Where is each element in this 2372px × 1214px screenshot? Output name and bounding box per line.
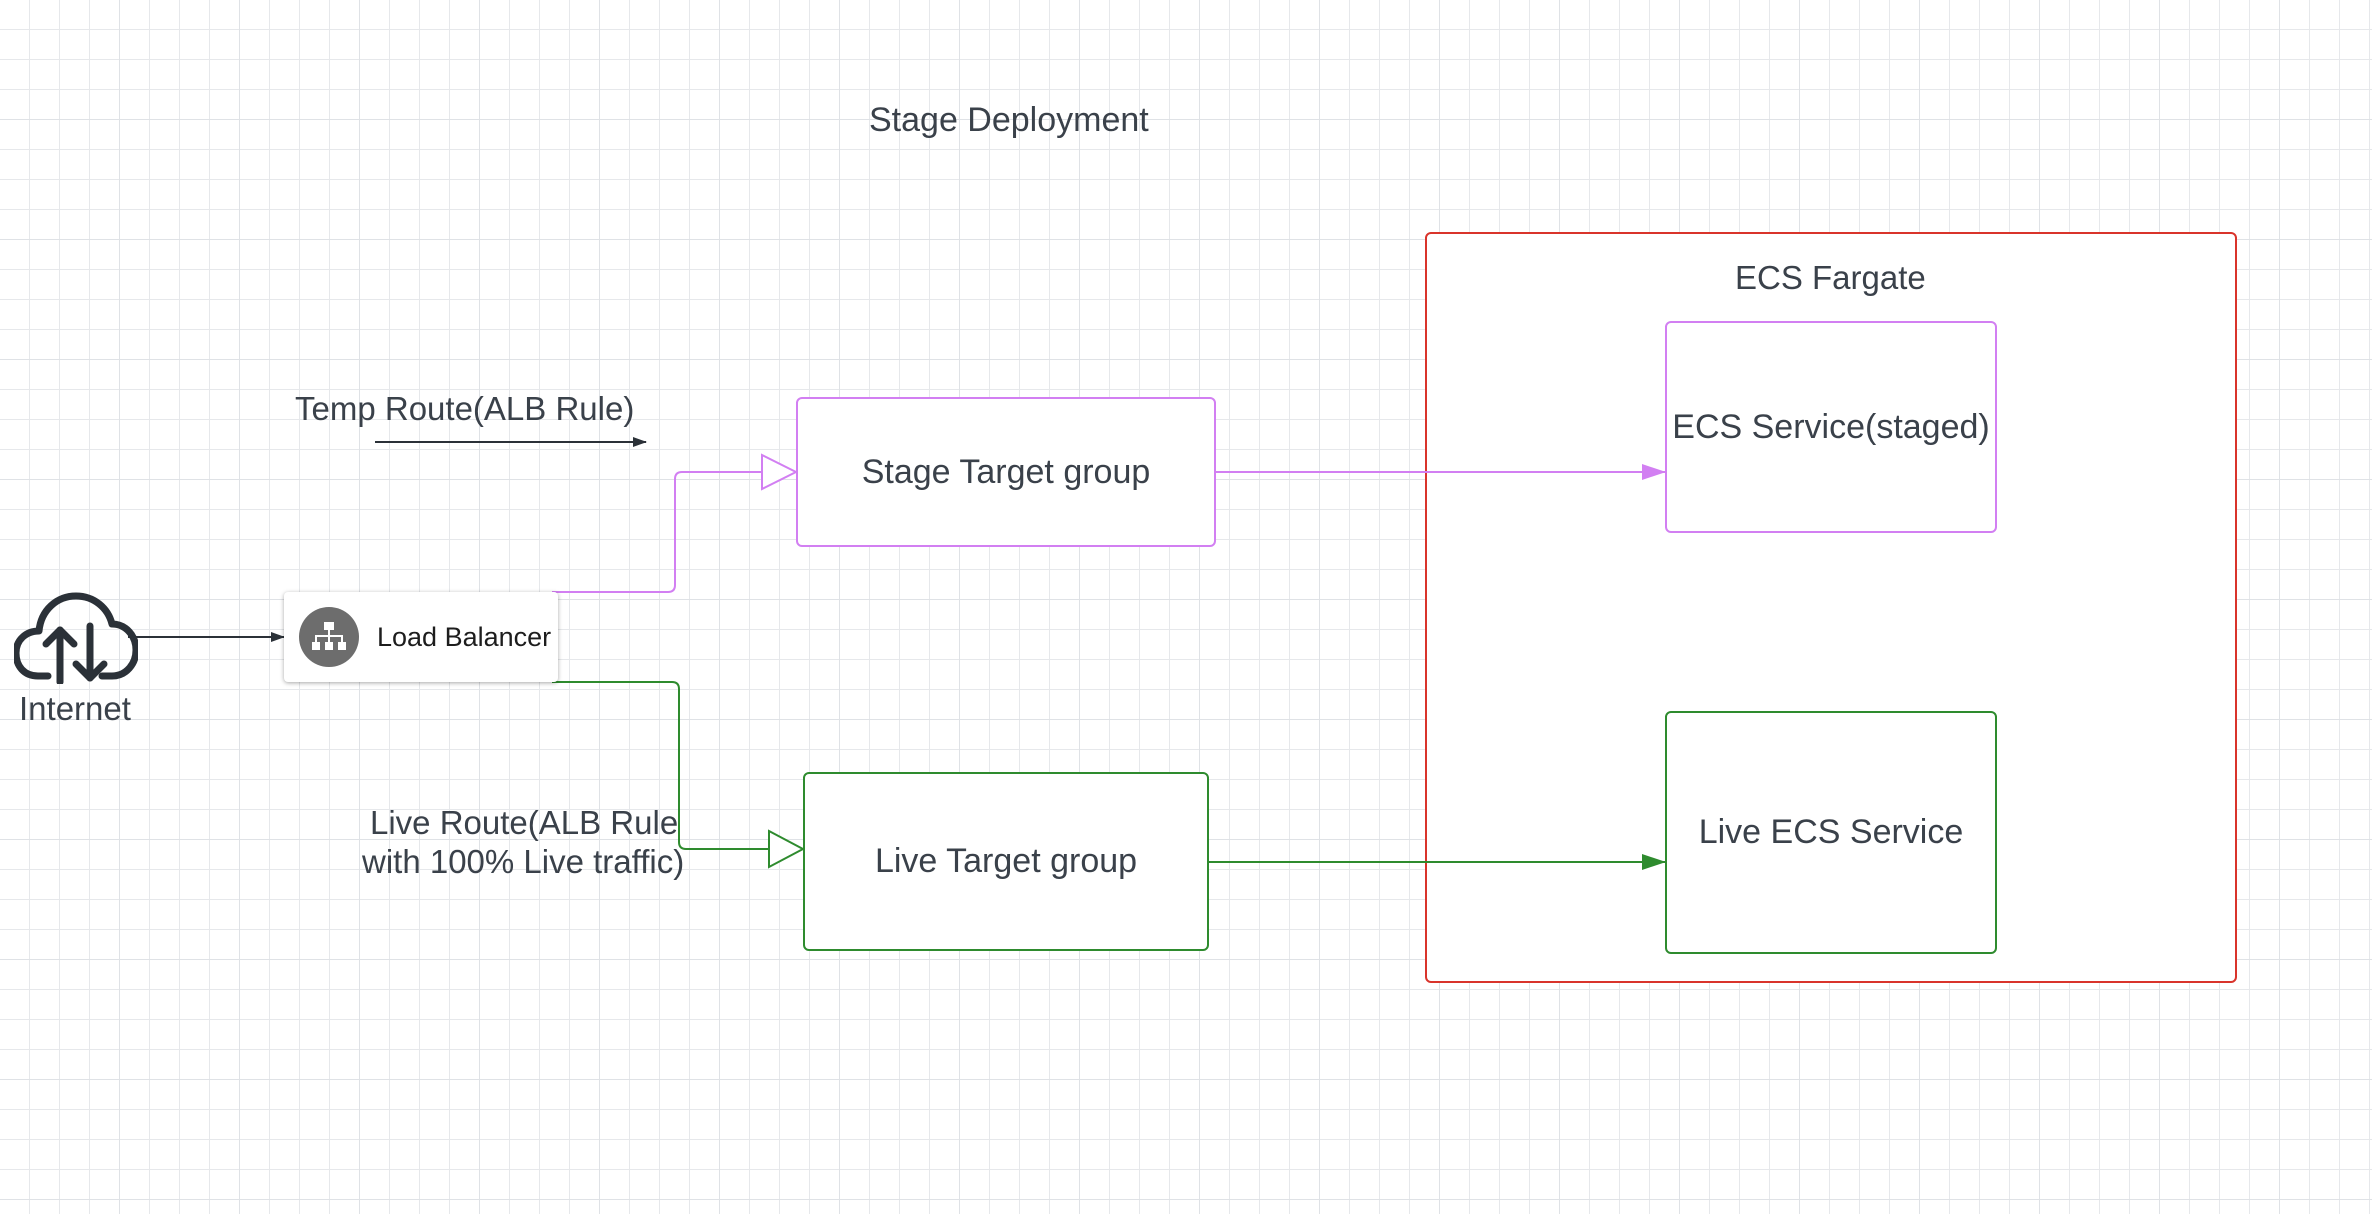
- live-ecs-service-box[interactable]: Live ECS Service: [1665, 711, 1997, 954]
- ecs-service-staged-label: ECS Service(staged): [1672, 407, 1990, 446]
- live-route-label-line1: Live Route(ALB Rule: [370, 804, 679, 841]
- load-balancer-label: Load Balancer: [377, 621, 552, 652]
- live-route-arrowhead: [768, 829, 806, 869]
- cloud-upload-download-icon[interactable]: [12, 590, 140, 686]
- lb-to-live-tg-connector[interactable]: [552, 681, 769, 850]
- live-ecs-service-label: Live ECS Service: [1698, 813, 1964, 851]
- lb-to-stage-tg-connector[interactable]: [552, 471, 762, 593]
- stage-target-group-label: Stage Target group: [861, 452, 1151, 491]
- load-balancer-node[interactable]: Load Balancer: [284, 592, 558, 682]
- live-target-group-label: Live Target group: [874, 842, 1138, 880]
- temp-route-label: Temp Route(ALB Rule): [295, 390, 635, 427]
- internet-label: Internet: [19, 690, 131, 727]
- live-target-group-box[interactable]: Live Target group: [803, 772, 1209, 951]
- ecs-fargate-label: ECS Fargate: [1735, 259, 1926, 296]
- load-balancer-hierarchy-icon: [299, 607, 359, 667]
- diagram-title: Stage Deployment: [869, 101, 1149, 139]
- live-route-label-line2: with 100% Live traffic): [362, 843, 685, 880]
- stage-route-arrowhead: [761, 453, 799, 491]
- ecs-service-staged-box[interactable]: ECS Service(staged): [1665, 321, 1997, 533]
- stage-target-group-box[interactable]: Stage Target group: [796, 397, 1216, 547]
